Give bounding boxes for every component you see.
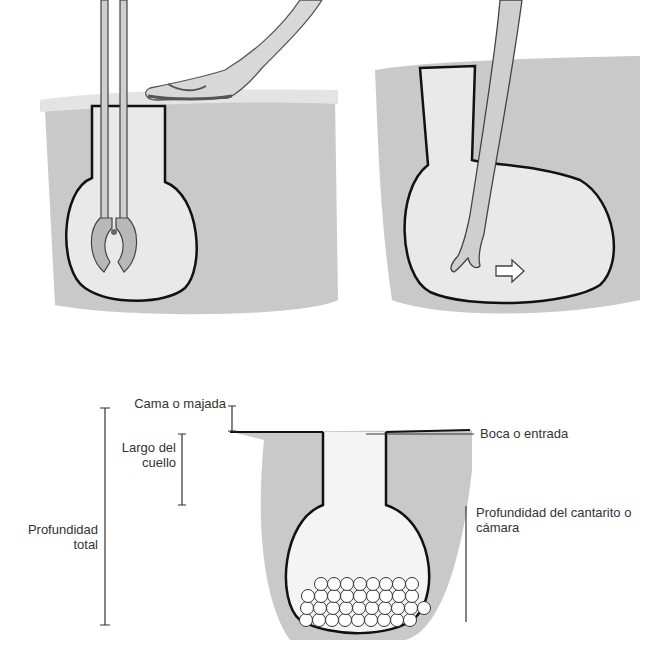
- nest-section: [230, 430, 472, 640]
- label-chamber-depth: Profundidad del cantarito o cámara: [476, 505, 636, 535]
- label-total-depth: Profundidad total: [6, 522, 98, 552]
- hand-panel: [375, 0, 640, 314]
- eggs: [300, 578, 431, 627]
- label-neck: Largo del cuello: [118, 440, 176, 470]
- label-mouth: Boca o entrada: [480, 426, 630, 441]
- label-bed: Cama o majada: [120, 396, 226, 411]
- tongs-panel: [40, 0, 338, 314]
- dimension-lines: [100, 406, 474, 625]
